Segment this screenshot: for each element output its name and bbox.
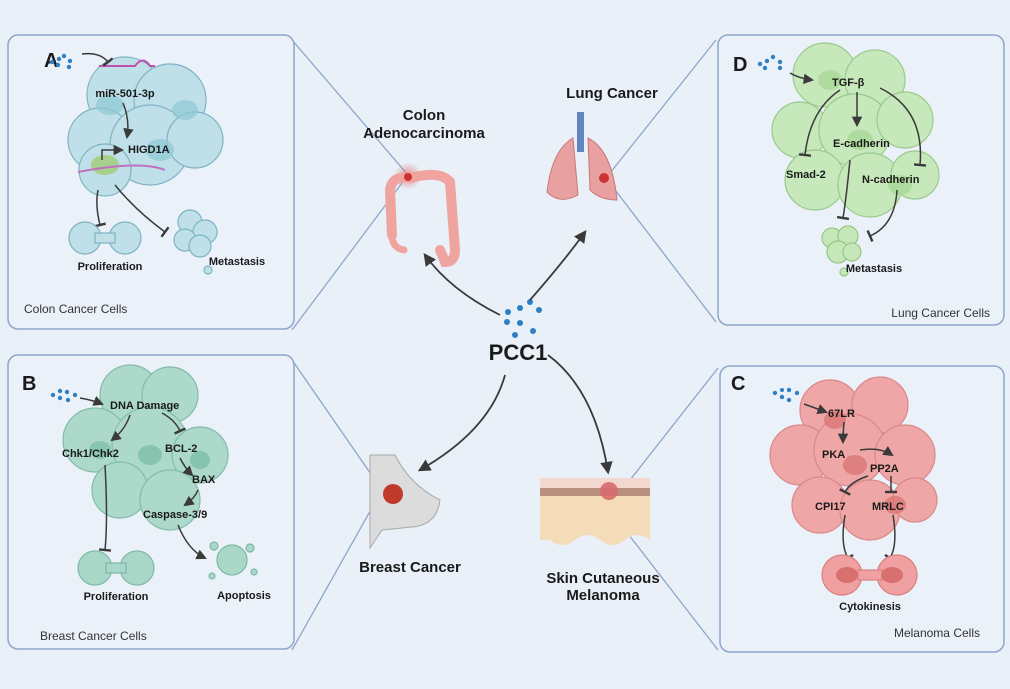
node-higd1a: HIGD1A bbox=[128, 144, 170, 156]
skin-organ-icon bbox=[540, 478, 650, 545]
panel-a-caption: Colon Cancer Cells bbox=[24, 302, 127, 316]
node-dna-damage: DNA Damage bbox=[110, 400, 179, 412]
arrow-to-lung bbox=[529, 229, 587, 301]
node-mrlc: MRLC bbox=[872, 501, 904, 513]
panel-d-caption: Lung Cancer Cells bbox=[891, 306, 990, 320]
node-e-cadherin: E-cadherin bbox=[833, 138, 890, 150]
apoptotic-cell-icon bbox=[208, 541, 258, 580]
skin-title-line1: Skin Cutaneous bbox=[546, 570, 659, 587]
node-bcl-2: BCL-2 bbox=[165, 443, 197, 455]
melanoma-cell-cluster bbox=[769, 376, 938, 541]
pcc1-dots-icon bbox=[49, 53, 73, 70]
breast-organ-icon bbox=[369, 454, 441, 550]
skin-title-line2: Melanoma bbox=[566, 587, 640, 604]
breast-title: Breast Cancer bbox=[359, 559, 461, 576]
metastasis-cluster-icon bbox=[821, 225, 862, 277]
zoom-lines bbox=[291, 39, 719, 651]
node-pka: PKA bbox=[822, 449, 845, 461]
colon-organ-icon bbox=[384, 162, 461, 268]
lung-title: Lung Cancer bbox=[566, 85, 658, 102]
arrow-to-skin bbox=[547, 354, 613, 475]
arrow-to-breast bbox=[417, 374, 506, 472]
node-proliferation: Proliferation bbox=[78, 261, 143, 273]
nucleus-icon bbox=[91, 155, 119, 175]
pcc1-dots-icon bbox=[757, 54, 783, 71]
panel-b-letter: B bbox=[22, 373, 36, 395]
node-caspase-3-9: Caspase-3/9 bbox=[143, 509, 207, 521]
pcc1-arrows bbox=[417, 229, 613, 475]
colon-title-line2: Adenocarcinoma bbox=[363, 125, 485, 142]
lung-cell-cluster bbox=[771, 42, 940, 218]
dividing-cell-icon bbox=[68, 221, 142, 255]
node-bax: BAX bbox=[192, 474, 216, 486]
node-cytokinesis: Cytokinesis bbox=[839, 601, 901, 613]
dividing-cell-icon bbox=[77, 550, 155, 586]
pcc1-dots-icon bbox=[772, 387, 800, 403]
panel-c-caption: Melanoma Cells bbox=[894, 626, 980, 640]
panel-b-caption: Breast Cancer Cells bbox=[40, 629, 147, 643]
arrow-to-colon bbox=[423, 252, 501, 316]
panel-c-letter: C bbox=[731, 373, 745, 395]
metastasis-cluster-icon bbox=[173, 209, 218, 275]
node-metastasis: Metastasis bbox=[846, 263, 902, 275]
node-smad-2: Smad-2 bbox=[786, 169, 826, 181]
panel-c: C 67LR PKA PP2A CPI17 MRLC Cytokinesis M… bbox=[719, 365, 1005, 653]
node-cpi17: CPI17 bbox=[815, 501, 846, 513]
node-67lr: 67LR bbox=[828, 408, 855, 420]
node-chk1-chk2: Chk1/Chk2 bbox=[62, 448, 119, 460]
pcc1-dots-icon bbox=[50, 388, 78, 403]
node-apoptosis: Apoptosis bbox=[217, 590, 271, 602]
node-pp2a: PP2A bbox=[870, 463, 899, 475]
panel-d: D TGF-β E-cadherin Smad-2 N-cadherin Met… bbox=[717, 34, 1005, 326]
lung-organ-icon bbox=[546, 112, 618, 201]
pcc1-dots-icon bbox=[504, 299, 542, 338]
panel-b: B DNA Damage Chk1/Chk2 BCL-2 BAX Caspase… bbox=[7, 354, 295, 650]
node-metastasis: Metastasis bbox=[209, 256, 265, 268]
node-tgf-beta: TGF-β bbox=[832, 77, 865, 89]
node-mir-501-3p: miR-501-3p bbox=[95, 88, 155, 100]
mirna-icon bbox=[99, 59, 155, 67]
panel-d-letter: D bbox=[733, 54, 747, 76]
colon-title-line1: Colon bbox=[403, 107, 446, 124]
panel-a: A miR-501-3p HIGD1A Proliferation Metast… bbox=[7, 34, 295, 330]
node-n-cadherin: N-cadherin bbox=[862, 174, 920, 186]
node-proliferation: Proliferation bbox=[84, 591, 149, 603]
pcc1-label: PCC1 bbox=[489, 340, 548, 365]
